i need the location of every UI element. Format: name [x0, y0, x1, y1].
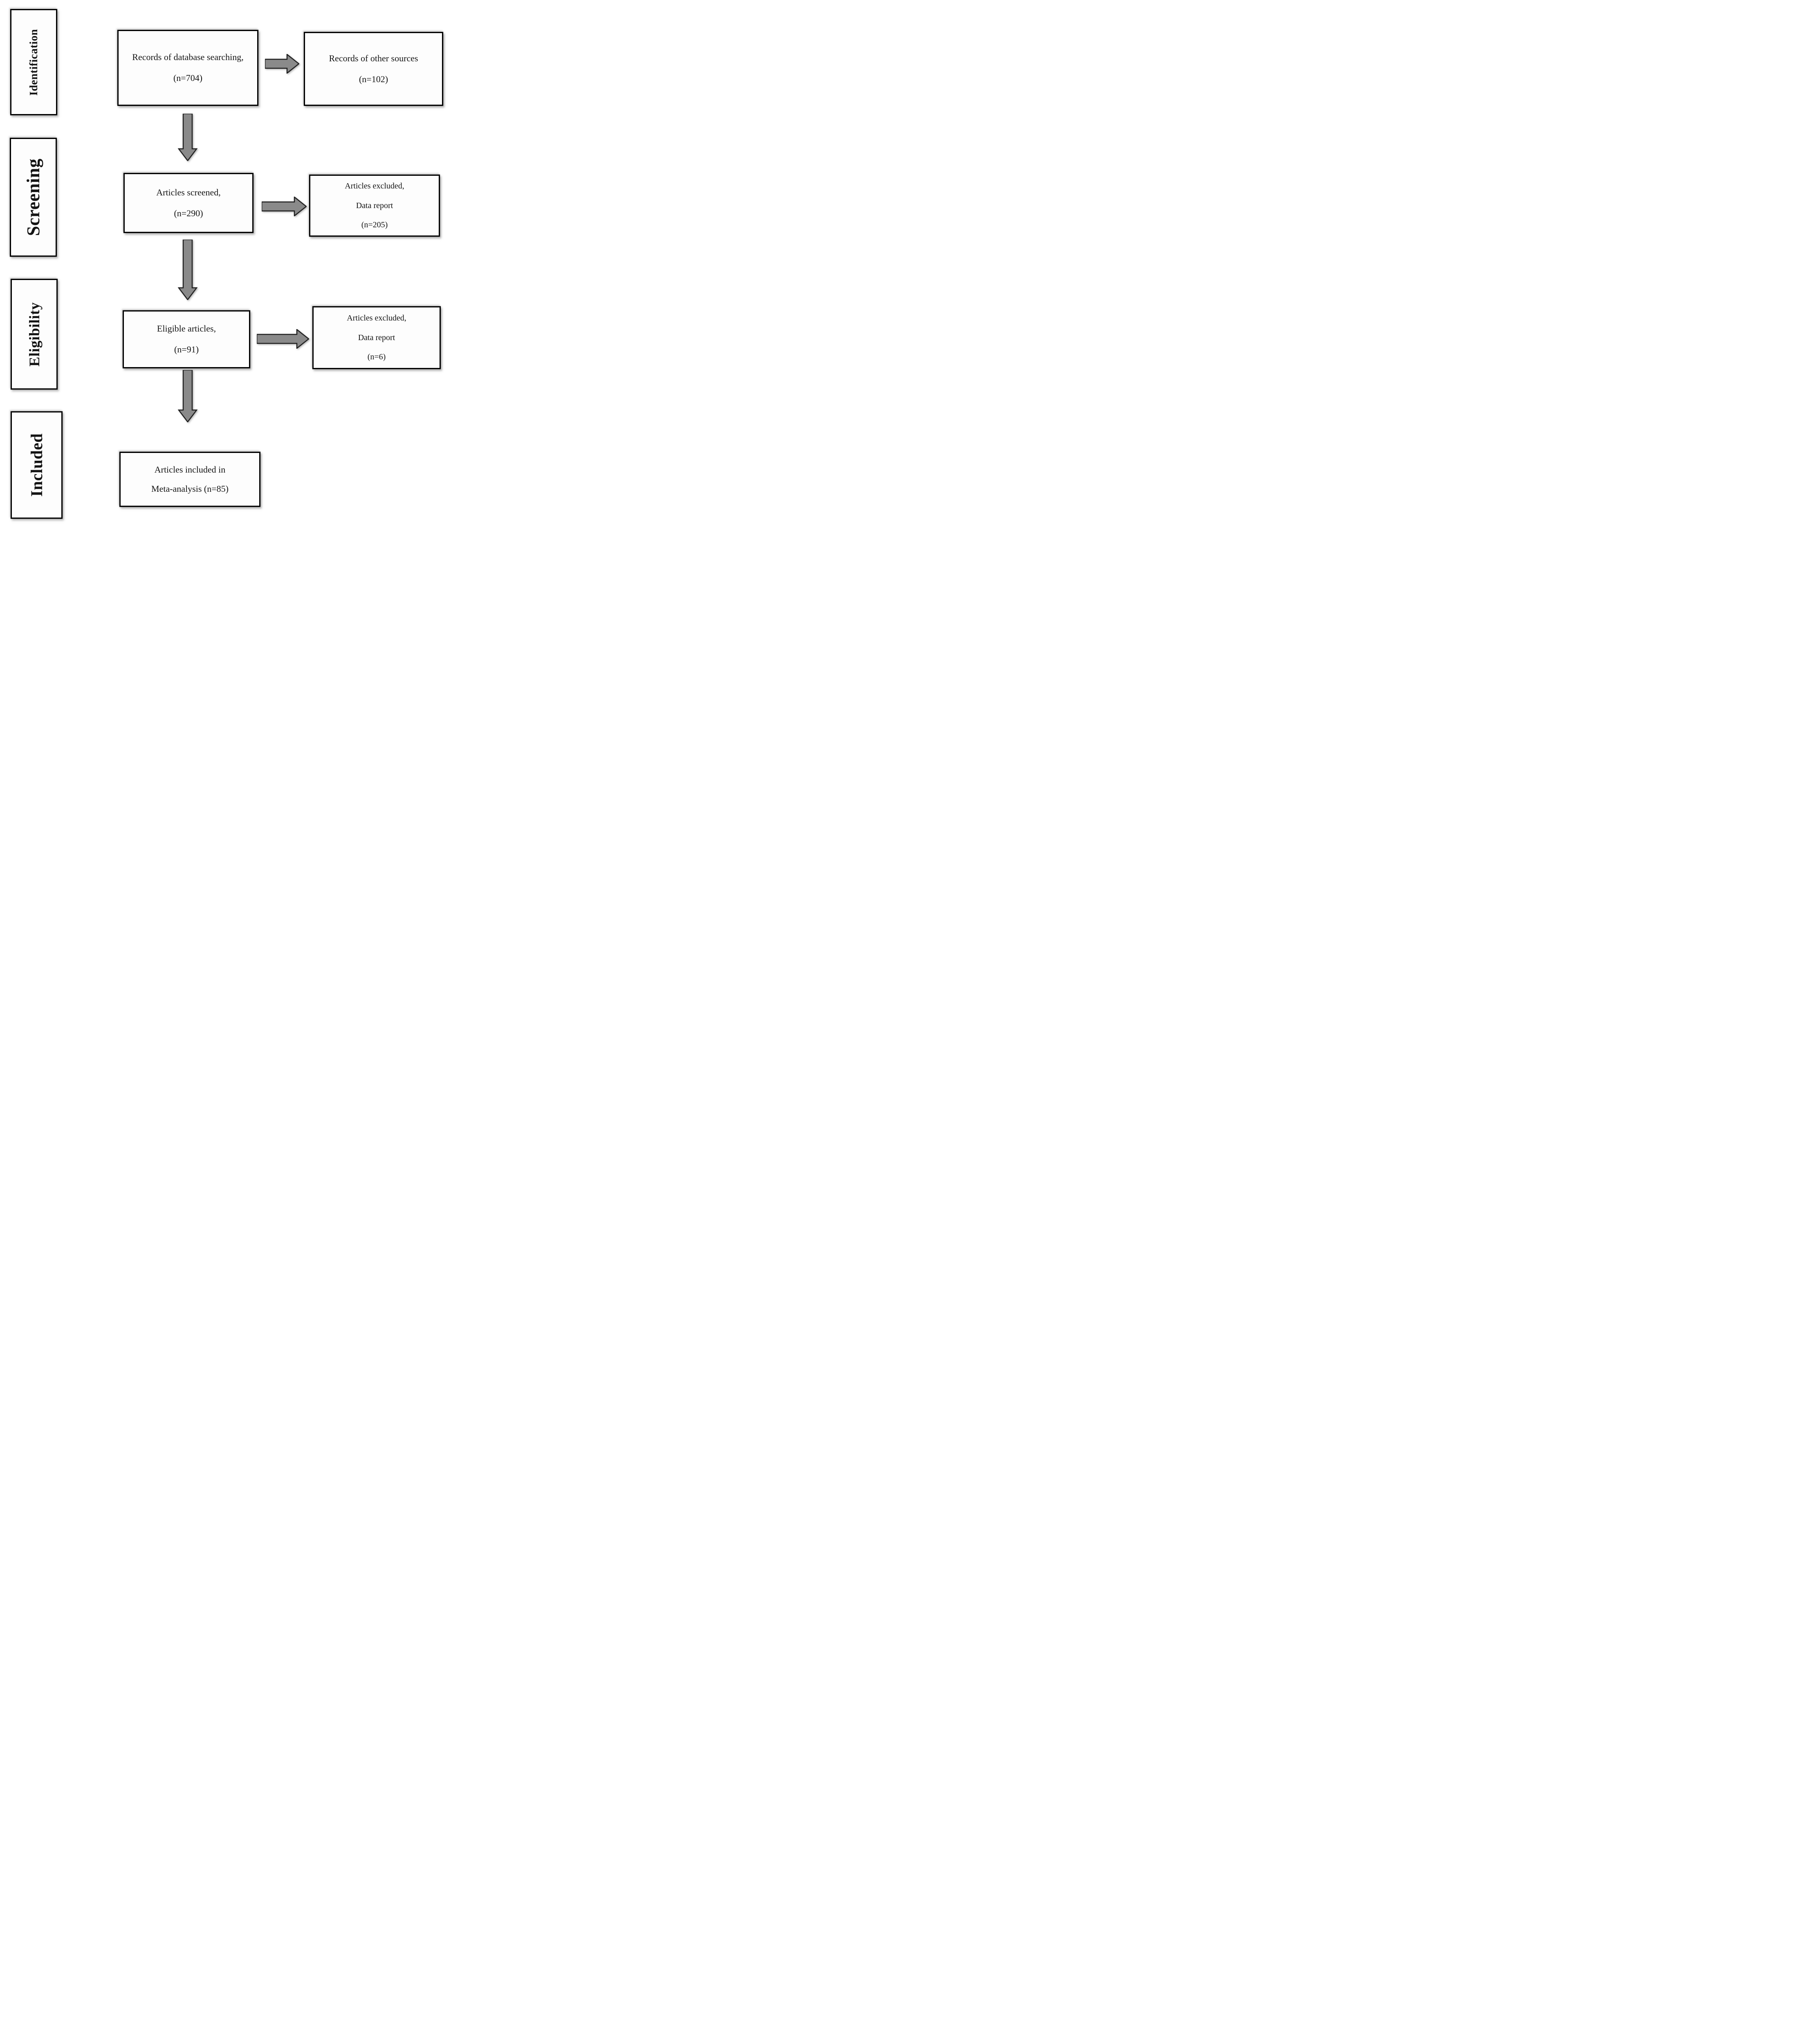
box-records-other-sources: Records of other sources (n=102) — [304, 32, 443, 106]
stage-label-included: Included — [27, 433, 46, 497]
box-included-meta-analysis: Articles included in Meta-analysis (n=85… — [119, 452, 260, 507]
box-articles-screened-line1: Articles screened, — [156, 187, 221, 197]
stage-box-screening: Screening — [10, 138, 57, 257]
box-articles-screened: Articles screened, (n=290) — [123, 173, 254, 233]
box-excluded-eligibility: Articles excluded, Data report (n=6) — [312, 306, 441, 369]
box-excluded-eligibility-count: (n=6) — [367, 352, 386, 362]
stage-label-eligibility: Eligibility — [26, 302, 43, 367]
box-records-database-count: (n=704) — [173, 73, 203, 83]
box-excluded-eligibility-line2: Data report — [358, 333, 395, 342]
box-included-meta-line1: Articles included in — [154, 464, 226, 475]
box-eligible-articles-line1: Eligible articles, — [157, 323, 216, 334]
box-excluded-screening-line2: Data report — [356, 201, 393, 210]
stage-label-screening: Screening — [23, 158, 43, 236]
stage-box-identification: Identification — [10, 9, 57, 115]
box-excluded-screening-line1: Articles excluded, — [345, 182, 404, 191]
prisma-flow-diagram: Identification Screening Eligibility Inc… — [0, 0, 449, 529]
box-records-database-line1: Records of database searching, — [132, 52, 244, 63]
box-eligible-articles-count: (n=91) — [174, 344, 199, 354]
stage-box-eligibility: Eligibility — [11, 279, 58, 390]
arrow-database-to-other-sources — [265, 54, 299, 74]
box-excluded-screening: Articles excluded, Data report (n=205) — [309, 175, 440, 237]
arrow-eligible-to-excluded — [257, 329, 309, 349]
box-records-database: Records of database searching, (n=704) — [117, 30, 258, 106]
box-records-other-line1: Records of other sources — [329, 53, 418, 63]
arrow-down-screening-to-eligibility — [178, 240, 197, 300]
box-records-other-count: (n=102) — [359, 74, 388, 84]
stage-box-included: Included — [11, 411, 63, 519]
box-included-meta-line2: Meta-analysis (n=85) — [151, 483, 229, 494]
box-articles-screened-count: (n=290) — [174, 208, 203, 218]
box-eligible-articles: Eligible articles, (n=91) — [123, 310, 250, 368]
arrow-down-eligibility-to-included — [178, 370, 197, 422]
box-excluded-screening-count: (n=205) — [361, 220, 388, 230]
arrow-down-identification-to-screening — [178, 114, 197, 161]
arrow-screened-to-excluded — [262, 197, 307, 216]
stage-label-identification: Identification — [27, 29, 40, 96]
box-excluded-eligibility-line1: Articles excluded, — [347, 314, 406, 323]
